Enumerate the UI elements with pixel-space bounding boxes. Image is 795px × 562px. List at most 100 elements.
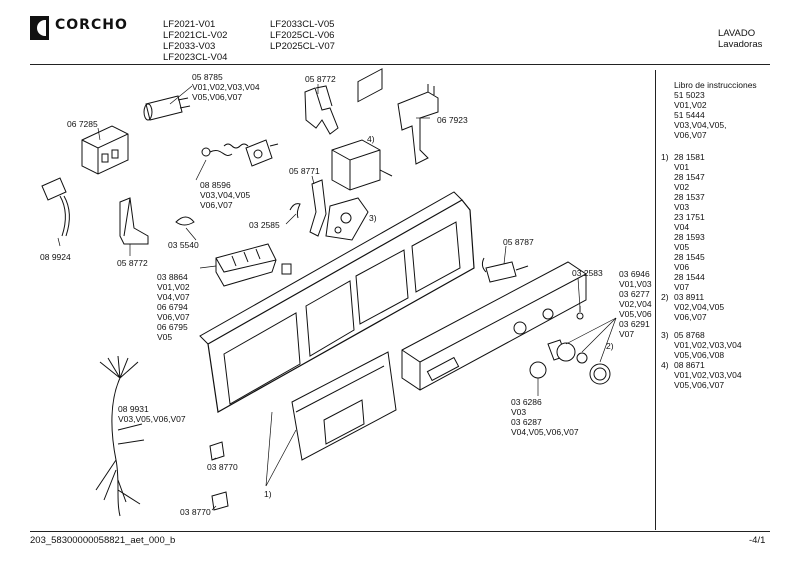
legend-line: 03 8911 [674, 292, 705, 302]
callout-089924: 08 9924 [40, 252, 71, 262]
legend-line: V05 [674, 242, 690, 252]
legend-line: V02 [674, 182, 690, 192]
brand-logo: CORCHO [55, 17, 128, 33]
legend-line: V06,V07 [674, 312, 707, 322]
legend-divider [655, 70, 656, 530]
indicator-lamp-part [481, 257, 529, 283]
control-panel-frame [199, 68, 475, 413]
mounting-bracket-part [397, 84, 439, 165]
knob-assembly [529, 339, 611, 385]
legend-line: V07 [674, 282, 690, 292]
legend-line: V01,V02,V03,V04 [674, 340, 742, 350]
model-code: LF2021CL-V02 [163, 30, 228, 41]
callout-058772-bottom: 05 8772 [117, 258, 148, 268]
knob-carrier-part [325, 197, 369, 241]
callout-088596: 08 8596 V03,V04,V05 V06,V07 [200, 180, 250, 210]
legend-line: 51 5444 [674, 110, 705, 120]
legend-line: 08 8671 [674, 360, 705, 370]
callout-038864: 03 8864 V01,V02 V04,V07 06 6794 V06,V07 … [157, 272, 190, 342]
callout-038770-upper: 03 8770 [207, 462, 238, 472]
variant-list: V03,V05,V06,V07 [118, 414, 186, 424]
marker-2: 2) [606, 341, 614, 351]
callout-067285: 06 7285 [67, 119, 98, 129]
legend-line: V04 [674, 222, 690, 232]
legend-group-4: 08 8671 V01,V02,V03,V04 V05,V06,V07 [674, 360, 742, 390]
variant-list: V05,V06,V07 [192, 92, 243, 102]
legend-line: V05,V06,V08 [674, 350, 725, 360]
part-number: 03 6291 [619, 319, 650, 329]
legend-line: V05,V06,V07 [674, 380, 725, 390]
legend-line: V03 [674, 202, 690, 212]
top-rule [30, 64, 770, 65]
brand-logo-mark [30, 16, 49, 40]
legend-marker: 3) [661, 330, 669, 340]
wiring-harness-part [95, 355, 145, 517]
variant-list: V05,V06 [619, 309, 652, 319]
callout-032585: 03 2585 [249, 220, 280, 230]
part-number: 06 6794 [157, 302, 188, 312]
marker-3: 3) [369, 213, 377, 223]
models-column-1: LF2021-V01 LF2021CL-V02 LF2033-V03 LF202… [163, 19, 227, 63]
variant-list: V01,V03 [619, 279, 652, 289]
part-number: 03 8864 [157, 272, 188, 282]
variant-list: V02,V04 [619, 299, 652, 309]
variant-list: V03 [511, 407, 527, 417]
legend-manual: Libro de instrucciones 51 5023 V01,V02 5… [674, 80, 757, 140]
legend-line: 28 1593 [674, 232, 705, 242]
part-number: 06 6795 [157, 322, 188, 332]
legend-line: 28 1537 [674, 192, 705, 202]
part-number: 03 6277 [619, 289, 650, 299]
category-line: LAVADO [718, 28, 756, 39]
legend-line: 28 1544 [674, 272, 705, 282]
model-code: LF2025CL-V06 [270, 30, 335, 41]
marker-1: 1) [264, 489, 272, 499]
callout-089931: 08 9931 V03,V05,V06,V07 [118, 404, 186, 424]
callout-038770-lower: 03 8770 [180, 507, 211, 517]
connector-block-part [215, 243, 292, 287]
legend-line: 28 1545 [674, 252, 705, 262]
legend-line: V06 [674, 262, 690, 272]
category-label: LAVADO Lavadoras [718, 28, 762, 50]
support-bracket-part [119, 197, 149, 245]
bracket-part [304, 85, 339, 135]
category-line: Lavadoras [718, 39, 763, 50]
part-number: 08 8596 [200, 180, 231, 190]
callout-032583: 03 2583 [572, 268, 603, 278]
legend-group-3: 05 8768 V01,V02,V03,V04 V05,V06,V08 [674, 330, 742, 360]
variant-list: V01,V02,V03,V04 [192, 82, 260, 92]
filter-module-part [81, 125, 129, 175]
legend-line: 28 1547 [674, 172, 705, 182]
model-code: LF2023CL-V04 [163, 52, 228, 63]
variant-list: V07 [619, 329, 635, 339]
legend-marker: 2) [661, 292, 669, 302]
callout-058785: 05 8785 V01,V02,V03,V04 V05,V06,V07 [192, 72, 260, 102]
retaining-clip-part [209, 441, 229, 511]
callout-058771: 05 8771 [289, 166, 320, 176]
page-number: -4/1 [749, 535, 766, 546]
variant-list: V06,V07 [157, 312, 190, 322]
legend-group-1: 28 1581 V01 28 1547 V02 28 1537 V03 23 1… [674, 152, 705, 292]
legend-line: V03,V04,V05, [674, 120, 727, 130]
legend-line: V01,V02 [674, 100, 707, 110]
variant-list: V04,V07 [157, 292, 190, 302]
callout-035540: 03 5540 [168, 240, 199, 250]
fascia-panel [401, 261, 587, 391]
legend-line: V01,V02,V03,V04 [674, 370, 742, 380]
model-code: LF2033-V03 [163, 41, 216, 52]
callout-036946: 03 6946 V01,V03 03 6277 V02,V04 V05,V06 … [619, 269, 652, 339]
drawer-front [291, 351, 397, 461]
part-number: 05 8785 [192, 72, 223, 82]
models-column-2: LF2033CL-V05 LF2025CL-V06 LP2025CL-V07 [270, 19, 335, 52]
model-code: LP2025CL-V07 [270, 41, 335, 52]
document-id: 203_58300000058821_aet_000_b [30, 535, 176, 546]
variant-list: V05 [157, 332, 173, 342]
variant-list: V06,V07 [200, 200, 233, 210]
legend-line: V02,V04,V05 [674, 302, 725, 312]
bottom-rule [30, 531, 770, 532]
callout-036286: 03 6286 V03 03 6287 V04,V05,V06,V07 [511, 397, 579, 437]
part-number: 03 6287 [511, 417, 542, 427]
part-number: 03 6286 [511, 397, 542, 407]
switch-with-spring-part [201, 139, 279, 167]
variant-list: V04,V05,V06,V07 [511, 427, 579, 437]
